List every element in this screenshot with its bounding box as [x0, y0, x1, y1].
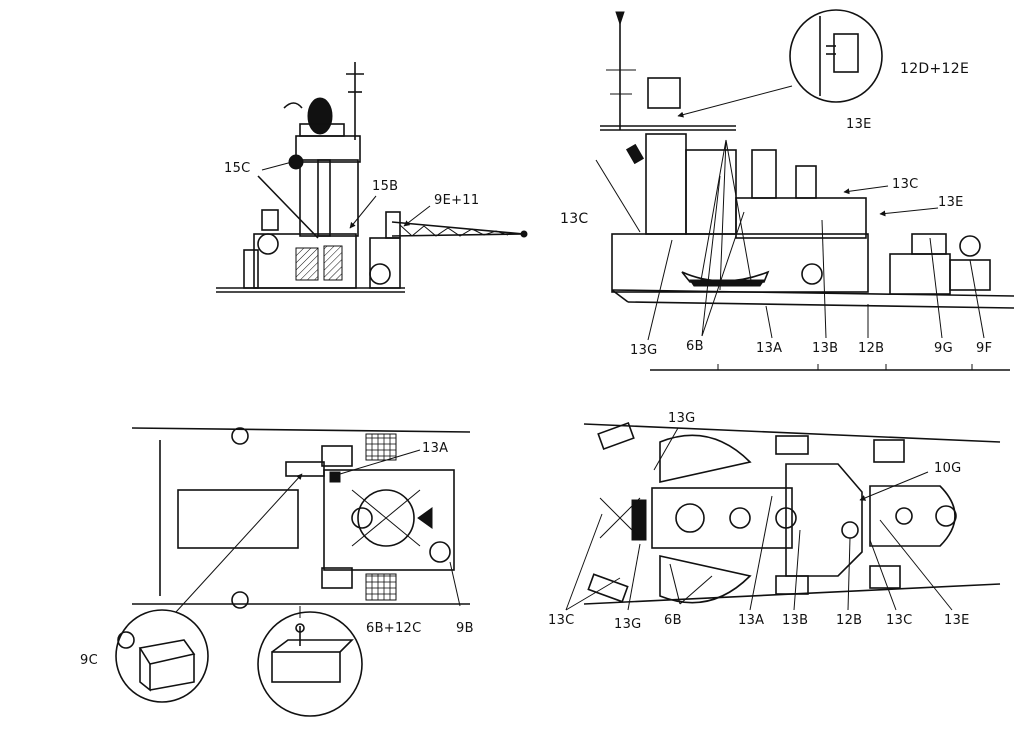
side-view-hull — [595, 9, 1015, 371]
label-6b-bottom: 6B — [664, 613, 682, 628]
label-9e-11: 9E+11 — [434, 193, 480, 208]
label-6b-side: 6B — [686, 339, 704, 354]
label-13c-bottom-right: 13C — [886, 613, 913, 628]
label-9f-side: 9F — [976, 341, 993, 356]
label-12b-side: 12B — [858, 341, 885, 356]
label-13g-side: 13G — [630, 343, 658, 358]
label-13a-plan: 13A — [422, 441, 449, 456]
label-13c-bottom-left: 13C — [548, 613, 575, 628]
label-13a-side: 13A — [756, 341, 783, 356]
label-12b-bottom: 12B — [836, 613, 863, 628]
label-13g-bottom: 13G — [614, 617, 642, 632]
side-view-superstructure — [216, 62, 528, 293]
label-13e-bottom: 13E — [944, 613, 970, 628]
label-9g-side: 9G — [934, 341, 953, 356]
label-6b-12c-plan: 6B+12C — [366, 621, 422, 636]
label-13g-top: 13G — [668, 411, 696, 426]
label-13a-bottom: 13A — [738, 613, 765, 628]
label-13c-side: 13C — [892, 177, 919, 192]
plan-view-hull — [565, 421, 1001, 611]
label-15b: 15B — [372, 179, 399, 194]
label-13b-bottom: 13B — [782, 613, 809, 628]
label-9c-plan: 9C — [80, 653, 98, 668]
label-10g-top: 10G — [934, 461, 962, 476]
label-13c-left: 13C — [560, 211, 589, 227]
label-15c: 15C — [224, 161, 251, 176]
label-13b-side: 13B — [812, 341, 839, 356]
label-13e-side: 13E — [938, 195, 964, 210]
label-13e-inset: 13E — [846, 117, 872, 132]
label-9b-plan: 9B — [456, 621, 474, 636]
label-12d-12e: 12D+12E — [900, 61, 970, 77]
plan-view-superstructure — [115, 427, 471, 717]
